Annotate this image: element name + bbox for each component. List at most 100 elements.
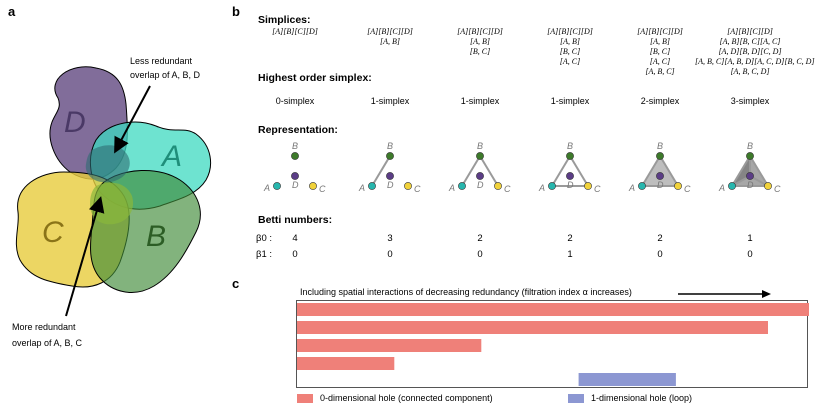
highest-simplex-value: 1-simplex [370, 96, 410, 106]
node-a [458, 182, 466, 190]
blob-label-b: B [146, 220, 166, 253]
simplex-entry: [A][B][C][D] [547, 27, 593, 36]
barcode-plot [297, 303, 809, 386]
simplices-title: Simplices: [258, 14, 311, 26]
node-label-a: A [628, 183, 635, 193]
simplex-entry: [A][B][C][D] [367, 27, 413, 36]
panel-label-b: b [232, 4, 240, 19]
highest-simplex-value: 1-simplex [550, 96, 590, 106]
annotation-bottom-line2: overlap of A, B, C [12, 338, 83, 348]
node-c [674, 182, 682, 190]
barcode-bar-zero-dim [297, 303, 809, 316]
node-c [404, 182, 412, 190]
legend-zero-dim: 0-dimensional hole (connected component) [320, 393, 493, 403]
simplex-entry: [A, D][B, D][C, D] [718, 47, 782, 56]
beta0-value: 2 [567, 233, 573, 244]
legend-swatch-one-dim [568, 394, 584, 403]
beta0-value: 3 [387, 233, 393, 244]
simplex-entry: [A, B] [470, 37, 490, 46]
annotation-top-line1: Less redundant [130, 56, 193, 66]
blob-label-a: A [160, 140, 182, 173]
simplex-entry: [A, C] [559, 57, 581, 66]
panel-label-c: c [232, 276, 240, 291]
simplex-edge [749, 155, 769, 187]
beta0-label: β0 : [256, 233, 273, 244]
beta1-value: 0 [387, 249, 393, 260]
simplex-entry: [A][B][C][D] [457, 27, 503, 36]
barcode-bar-zero-dim [297, 339, 482, 352]
simplex-edge [551, 155, 571, 187]
beta0-value: 4 [292, 233, 298, 244]
node-label-d: D [567, 180, 574, 190]
simplex-entry: [A, B, C] [645, 67, 675, 76]
simplex-edge [731, 155, 751, 187]
node-c [764, 182, 772, 190]
simplex-entry: [A, C] [649, 57, 671, 66]
simplex-edge [371, 155, 391, 187]
simplices-list: [A][B][C][D][A, B][B, C] [425, 27, 535, 57]
simplex-edge [479, 155, 499, 187]
node-b [656, 152, 664, 160]
simplex-entry: [A][B][C][D] [637, 27, 683, 36]
beta1-value: 0 [657, 249, 663, 260]
simplex-entry: [B, C] [469, 47, 491, 56]
node-label-a: A [263, 183, 270, 193]
barcode-bar-zero-dim [297, 321, 768, 334]
node-b [386, 152, 394, 160]
simplex-entry: [B, C] [559, 47, 581, 56]
node-label-a: A [358, 183, 365, 193]
node-c [309, 182, 317, 190]
node-label-c: C [774, 184, 781, 194]
beta0-value: 2 [477, 233, 483, 244]
betti-title: Betti numbers: [258, 214, 333, 226]
simplex-entry: [A][B][C][D] [727, 27, 773, 36]
venn-diagram: D A C B Less redundant overlap of A, B, … [12, 56, 212, 348]
node-a [368, 182, 376, 190]
legend-one-dim: 1-dimensional hole (loop) [591, 393, 693, 403]
highest-simplex-value: 3-simplex [730, 96, 770, 106]
highest-simplex-value: 1-simplex [460, 96, 500, 106]
node-label-c: C [684, 184, 691, 194]
node-a [638, 182, 646, 190]
blob-label-d: D [64, 106, 86, 139]
arrow-more-redundant [65, 196, 105, 317]
beta1-value: 1 [567, 249, 573, 260]
node-label-b: B [292, 141, 298, 151]
node-c [494, 182, 502, 190]
node-label-b: B [747, 141, 753, 151]
annotation-top-line2: overlap of A, B, D [130, 70, 201, 80]
node-d [746, 172, 754, 180]
beta1-value: 0 [747, 249, 753, 260]
node-d [656, 172, 664, 180]
simplex-entry: [B, C] [649, 47, 671, 56]
simplex-edge [659, 155, 679, 187]
simplex-entry: [A, B] [380, 37, 400, 46]
highest-simplex-value: 2-simplex [640, 96, 680, 106]
simplex-entry: [A, B][B, C][A, C] [719, 37, 781, 46]
node-label-a: A [538, 183, 545, 193]
filled-triangle [642, 156, 678, 186]
node-d [566, 172, 574, 180]
simplex-entry: [A][B][C][D] [272, 27, 318, 36]
simplex-edge [641, 155, 661, 187]
simplex-entry: [A, B, C][A, B, D][A, C, D][B, C, D] [695, 57, 815, 66]
node-label-b: B [477, 141, 483, 151]
barcode-bar-zero-dim [297, 357, 395, 370]
simplices-list: [A][B][C][D][A, B] [335, 27, 445, 47]
node-b [746, 152, 754, 160]
node-label-c: C [504, 184, 511, 194]
node-d [291, 172, 299, 180]
node-label-a: A [448, 183, 455, 193]
barcode-header: Including spatial interactions of decrea… [300, 287, 632, 297]
simplex-entry: [A, B] [650, 37, 670, 46]
node-d [476, 172, 484, 180]
barcode-bar-one-dim [578, 373, 676, 386]
simplices-list: [A][B][C][D][A, B][B, C][A, C][A, D][B, … [695, 27, 815, 77]
node-b [476, 152, 484, 160]
node-label-c: C [319, 184, 326, 194]
node-label-d: D [387, 180, 394, 190]
node-label-b: B [657, 141, 663, 151]
filtration-arrow [678, 290, 771, 298]
beta0-value: 1 [747, 233, 753, 244]
node-b [566, 152, 574, 160]
